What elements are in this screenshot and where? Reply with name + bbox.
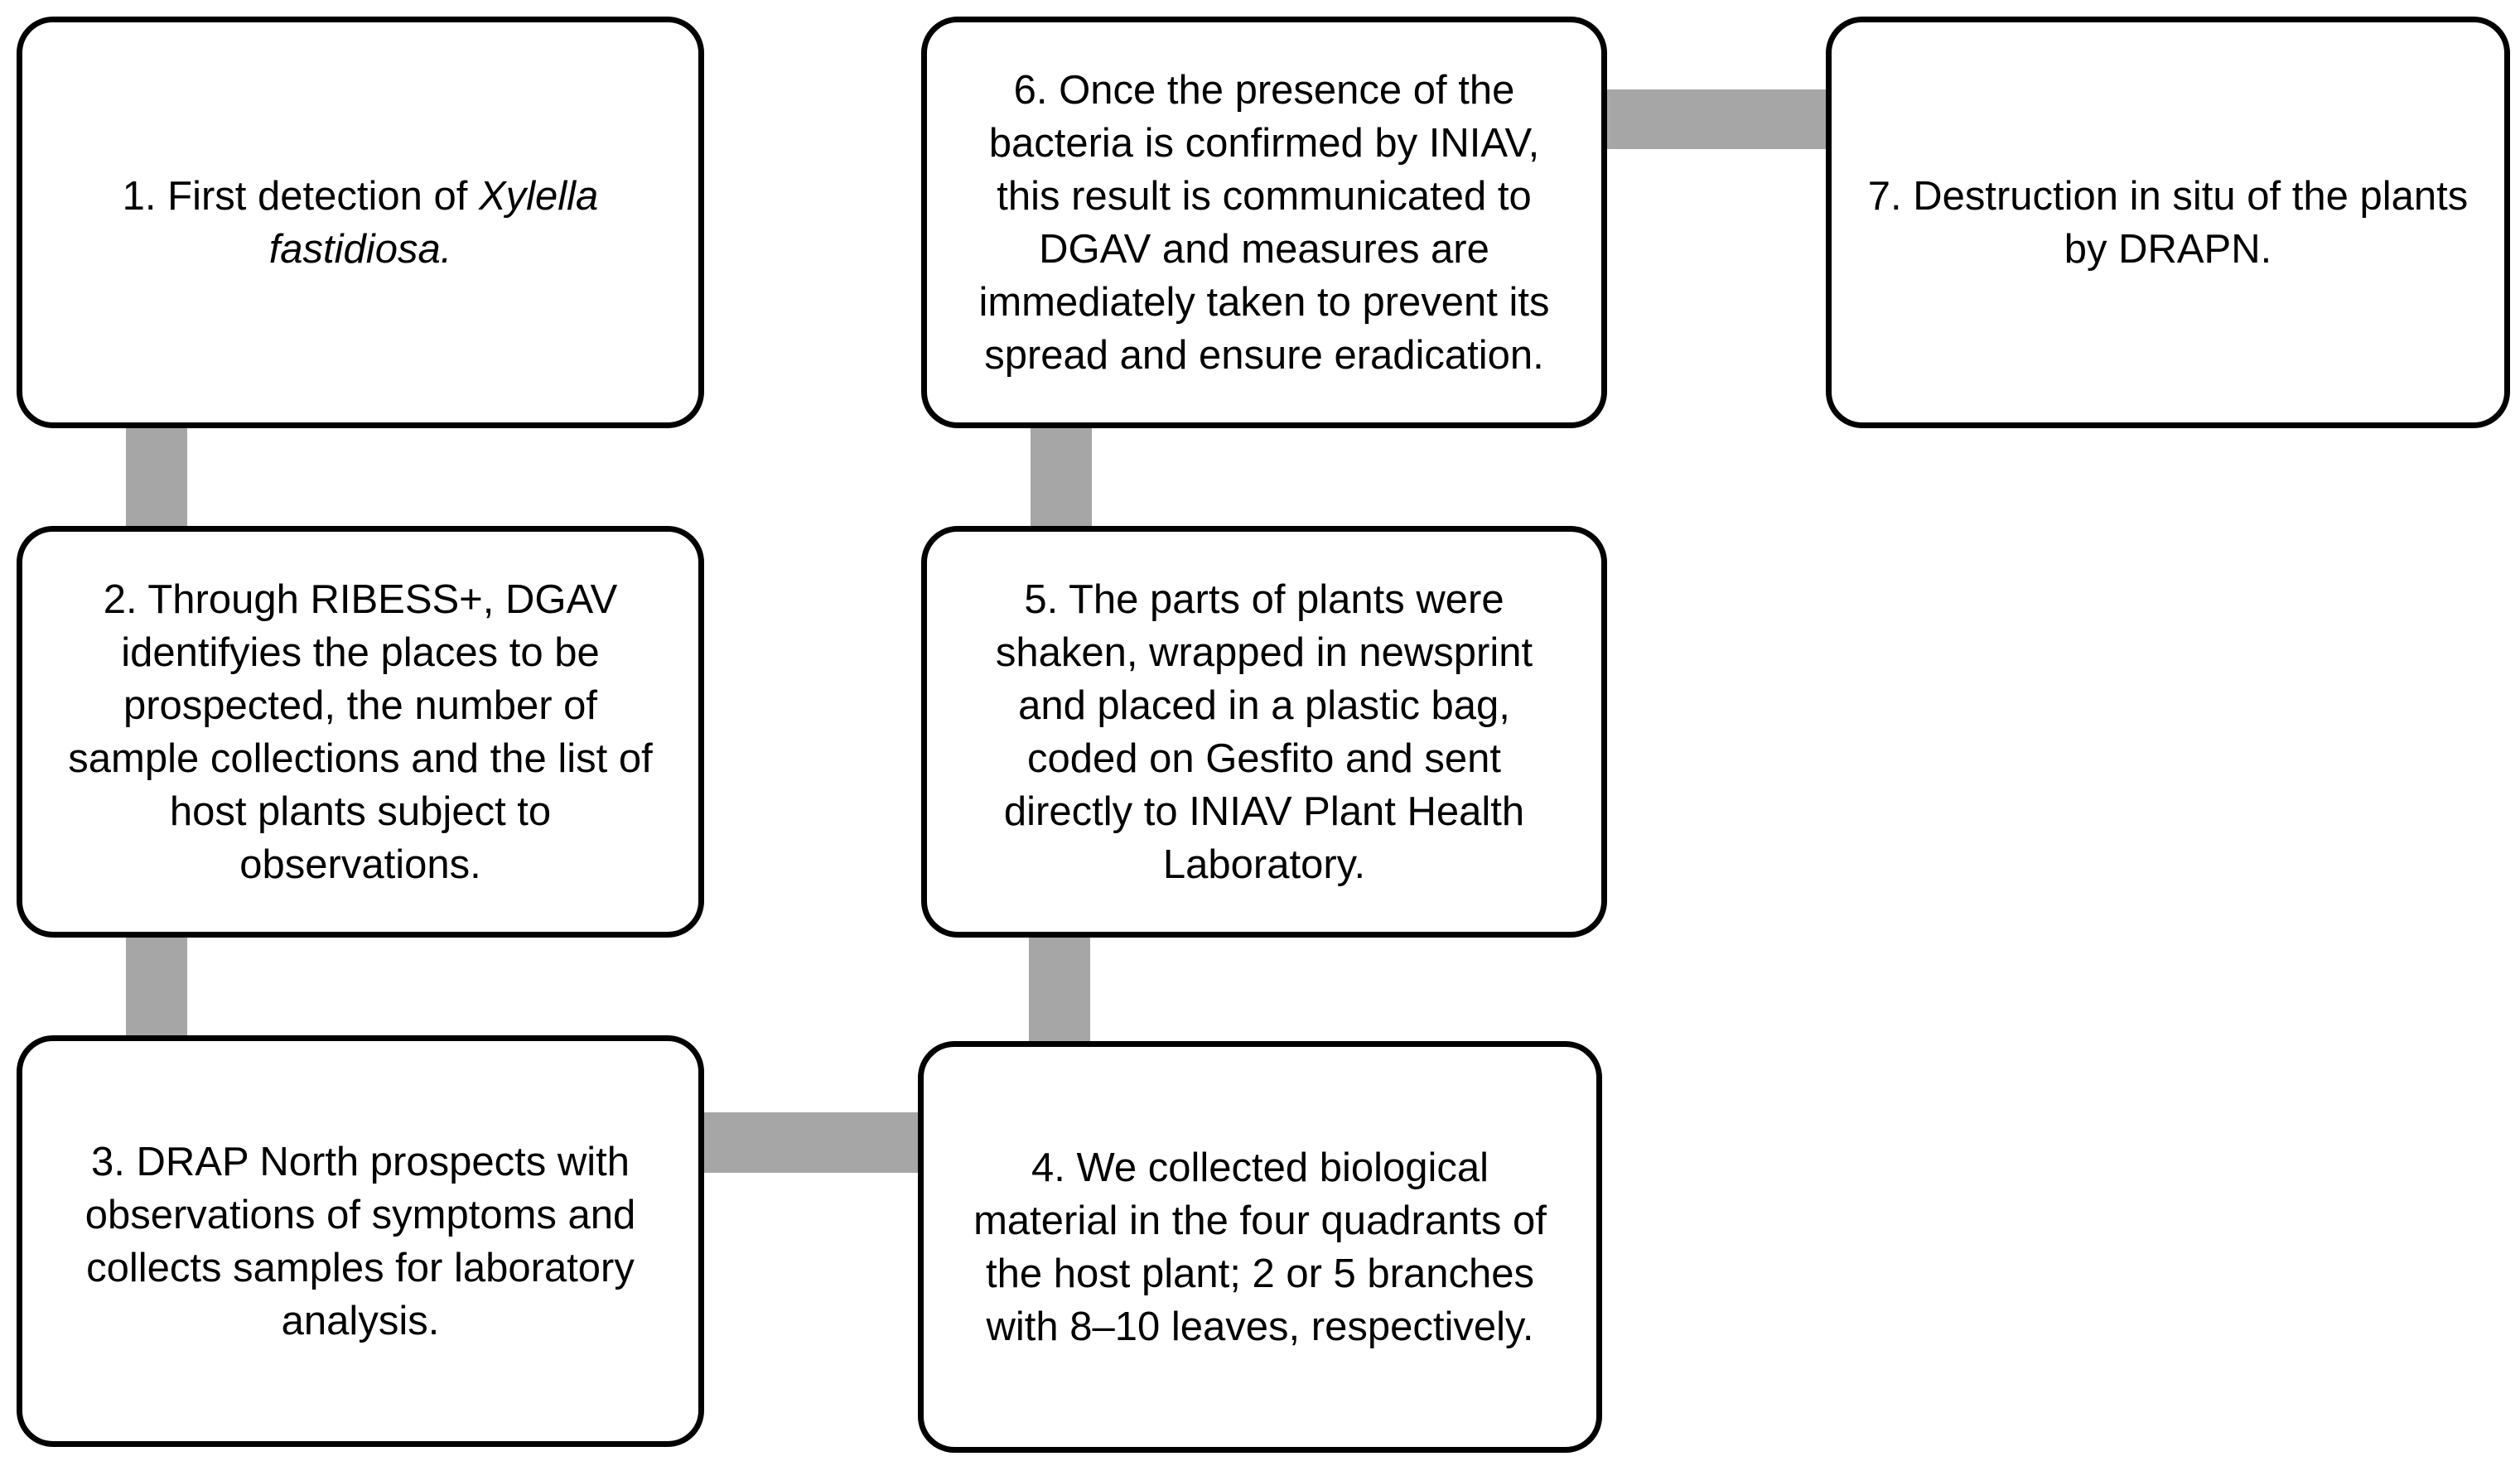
step-6-box: 6. Once the presence of the bacteria is … bbox=[921, 17, 1607, 428]
connector-3-4 bbox=[692, 1112, 940, 1173]
step-4-text: 4. We collected biological material in t… bbox=[973, 1145, 1547, 1349]
connector-5-6 bbox=[1031, 414, 1092, 538]
step-3-box: 3. DRAP North prospects with observation… bbox=[17, 1035, 704, 1447]
connector-2-3 bbox=[126, 923, 187, 1048]
step-7-box: 7. Destruction in situ of the plants by … bbox=[1826, 17, 2510, 428]
connector-1-2 bbox=[126, 414, 187, 538]
connector-6-7 bbox=[1591, 89, 1839, 149]
step-2-text: 2. Through RIBESS+, DGAV identifyies the… bbox=[68, 576, 653, 887]
step-4-box: 4. We collected biological material in t… bbox=[918, 1041, 1602, 1453]
step-5-text: 5. The parts of plants were shaken, wrap… bbox=[995, 576, 1533, 887]
step-7-text: 7. Destruction in situ of the plants by … bbox=[1867, 173, 2469, 272]
step-3-text: 3. DRAP North prospects with observation… bbox=[84, 1139, 636, 1343]
step-6-text: 6. Once the presence of the bacteria is … bbox=[978, 67, 1550, 378]
connector-4-5 bbox=[1029, 923, 1090, 1048]
step-2-box: 2. Through RIBESS+, DGAV identifyies the… bbox=[17, 526, 704, 938]
step-1-box: 1. First detection of Xylella fastidiosa… bbox=[17, 17, 704, 428]
step-1-text: 1. First detection of Xylella fastidiosa… bbox=[122, 173, 599, 272]
step-5-box: 5. The parts of plants were shaken, wrap… bbox=[921, 526, 1607, 938]
